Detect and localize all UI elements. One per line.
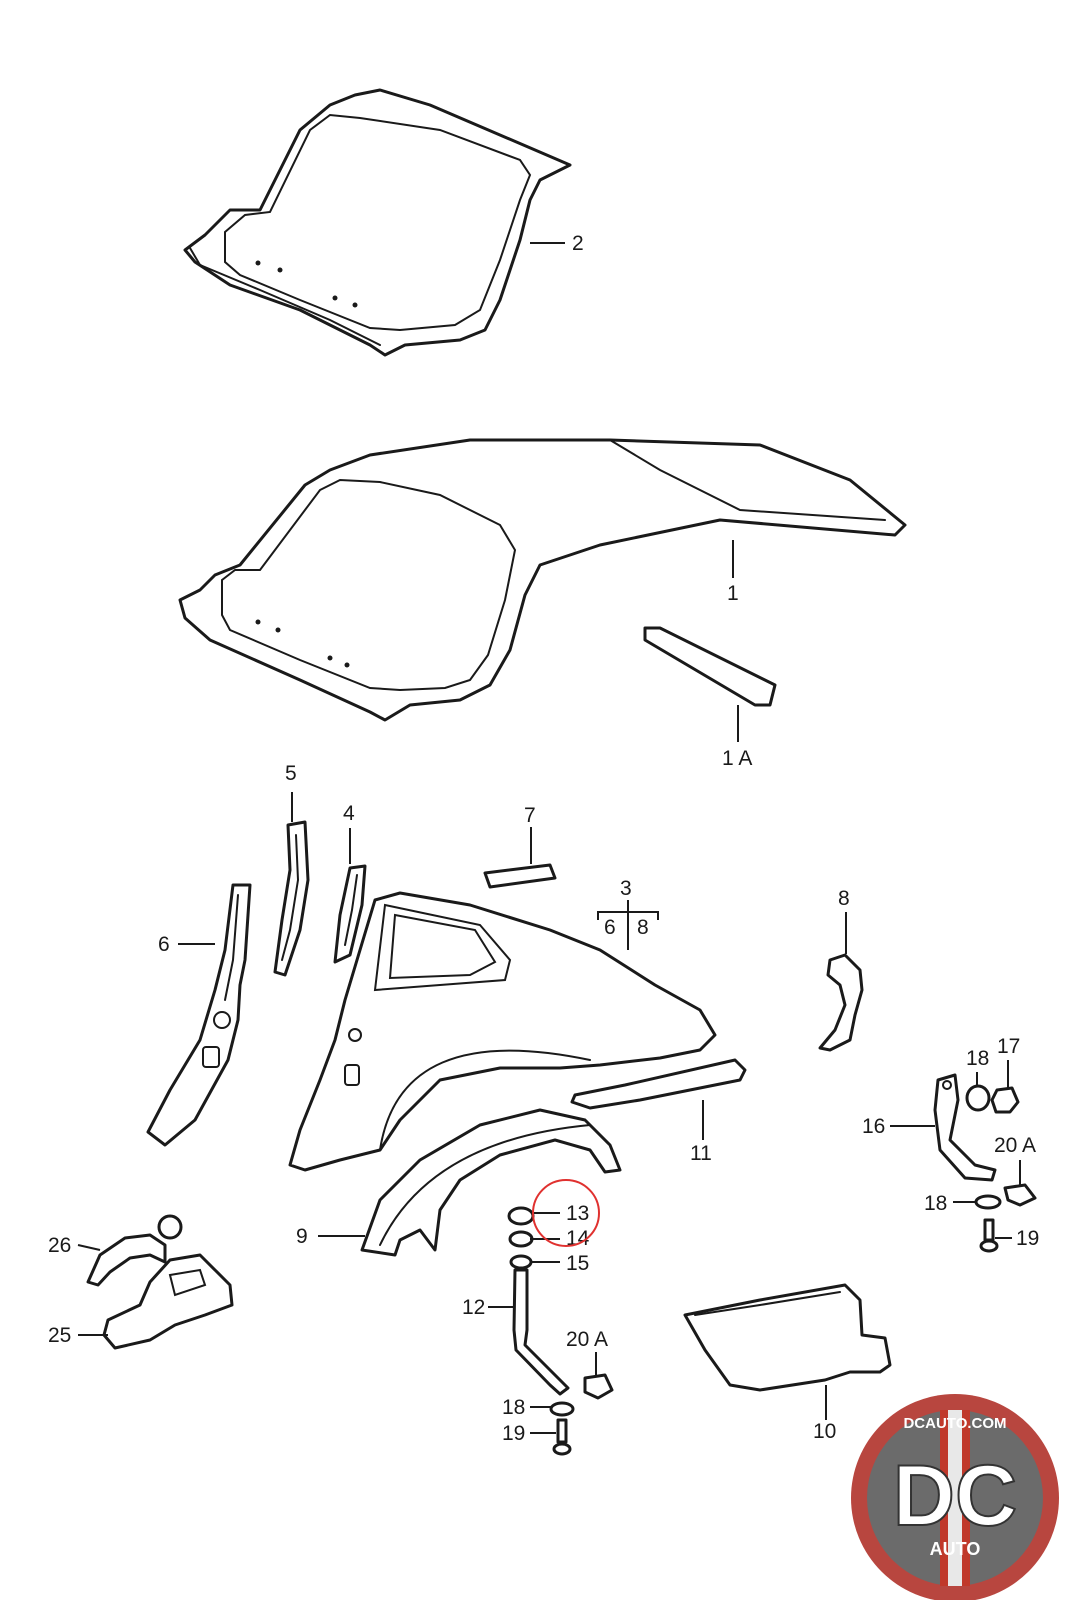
part-3-quarter-panel	[288, 891, 717, 1172]
callout-4: 4	[343, 802, 355, 825]
part-19-screw-right	[979, 1218, 999, 1253]
callout-13: 13	[566, 1202, 589, 1225]
callout-1a: 1 A	[722, 747, 752, 770]
callout-7: 7	[524, 804, 536, 827]
callout-9: 9	[296, 1225, 308, 1248]
part-26-seal	[86, 1214, 183, 1287]
part-5-pillar	[273, 820, 310, 977]
part-7-foam-block	[483, 863, 557, 889]
part-18-washer-a	[965, 1084, 991, 1112]
callout-5: 5	[285, 762, 297, 785]
part-25-bracket	[102, 1253, 234, 1350]
callout-3: 3	[620, 877, 632, 900]
callout-20a-left: 20 A	[566, 1328, 608, 1351]
part-2-roof-frame	[183, 88, 572, 357]
logo-site: DCAUTO.COM	[903, 1415, 1006, 1432]
callout-labels: 2 1 1 A 3 6 8 5 4 7 6 8 11 9 13 14 15 12…	[48, 232, 1039, 1445]
part-1a-strip	[643, 626, 777, 707]
callout-8: 8	[838, 887, 850, 910]
callout-6: 6	[158, 933, 170, 956]
callout-18a: 18	[966, 1047, 989, 1070]
part-15-bushing	[509, 1254, 533, 1270]
part-8-bracket	[818, 953, 864, 1052]
callout-11: 11	[690, 1142, 712, 1165]
part-6-pillar	[146, 883, 252, 1147]
callout-16: 16	[862, 1115, 885, 1138]
callout-25: 25	[48, 1324, 71, 1347]
part-14-bushing	[508, 1230, 534, 1248]
part-9-wheel-arch	[360, 1108, 622, 1257]
part-11-trim	[570, 1058, 747, 1110]
part-12-rod	[512, 1268, 570, 1396]
part-16-bracket	[933, 1073, 997, 1182]
callout-3-sub6: 6	[604, 916, 616, 939]
callout-12: 12	[462, 1296, 485, 1319]
callout-14: 14	[566, 1227, 590, 1250]
callout-19a: 19	[1016, 1227, 1039, 1250]
callout-20a-right: 20 A	[994, 1134, 1036, 1157]
callout-26: 26	[48, 1234, 71, 1257]
callout-1: 1	[727, 582, 739, 605]
part-20a-clip-right	[1003, 1183, 1037, 1207]
part-1-roof	[178, 438, 907, 722]
leader-lines	[77, 242, 1021, 1434]
part-19-screw-left	[552, 1418, 572, 1456]
part-20a-clip-left	[583, 1373, 614, 1400]
callout-18c: 18	[502, 1396, 525, 1419]
part-18-washer-b	[974, 1194, 1002, 1210]
callout-17: 17	[997, 1035, 1020, 1058]
part-13-bushing	[507, 1206, 535, 1226]
callout-15: 15	[566, 1252, 589, 1275]
part-4-pillar	[333, 864, 367, 964]
callout-10: 10	[813, 1420, 836, 1443]
highlight-circle	[532, 1179, 600, 1247]
callout-3-sub8: 8	[637, 916, 649, 939]
part-17-nut	[990, 1086, 1020, 1114]
callout-19b: 19	[502, 1422, 525, 1445]
dcauto-logo: DCAUTO.COM DC AUTO	[851, 1394, 1059, 1600]
callout-2: 2	[572, 232, 584, 255]
part-18-washer-c	[549, 1401, 575, 1417]
part-10-lower-panel	[683, 1283, 892, 1392]
callout-18b: 18	[924, 1192, 947, 1215]
logo-sub: AUTO	[930, 1539, 981, 1559]
logo-mark: DC	[893, 1448, 1017, 1544]
